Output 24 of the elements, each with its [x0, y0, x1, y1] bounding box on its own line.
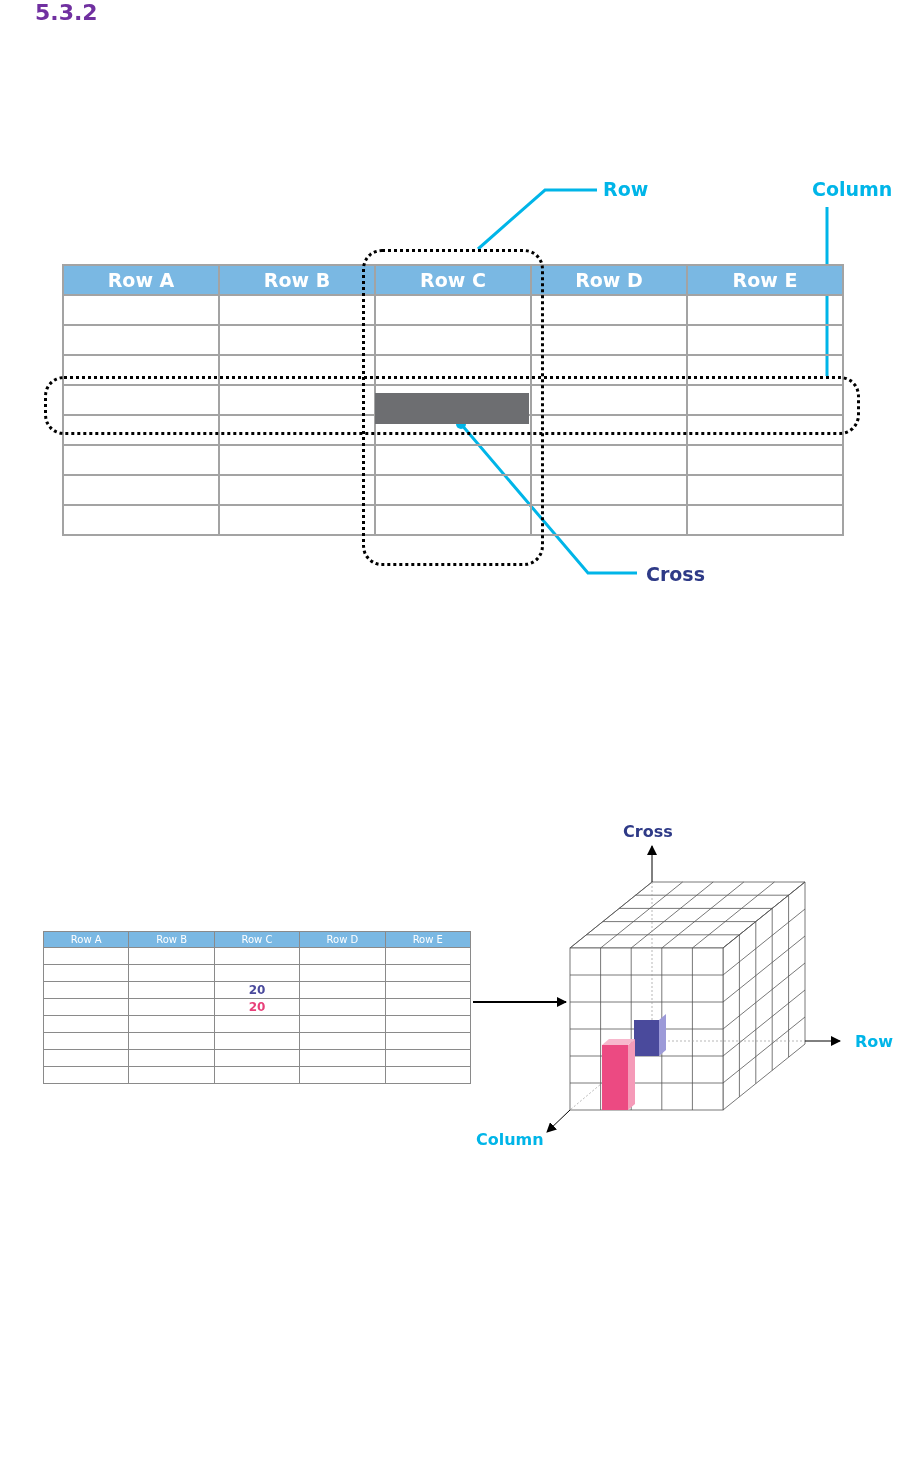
leader-line — [477, 188, 597, 251]
axis-label: Column — [476, 1130, 544, 1149]
cell-value: 20 — [248, 1000, 266, 1014]
axis-label: Cross — [623, 822, 673, 841]
column-header: Row E — [687, 265, 843, 295]
cube-drawing — [569, 881, 806, 1111]
data-table — [43, 931, 471, 1084]
column-header: Row A — [63, 265, 219, 295]
column-header: Row B — [219, 265, 375, 295]
section-number: 5.3.2 — [35, 0, 98, 25]
arrow — [472, 997, 567, 1007]
column-header: Row D — [531, 265, 687, 295]
column-header: Row B — [128, 931, 215, 948]
cell-value: 20 — [248, 983, 266, 997]
column-header: Row E — [385, 931, 471, 948]
callout-label: Row — [603, 178, 649, 200]
axis-label: Row — [855, 1032, 894, 1051]
column-header: Row A — [43, 931, 129, 948]
callout-label: Column — [812, 178, 893, 200]
callout-label: Cross — [646, 563, 705, 585]
highlighted-cell — [375, 393, 529, 424]
column-header: Row D — [299, 931, 386, 948]
column-header: Row C — [375, 265, 531, 295]
column-header: Row C — [214, 931, 300, 948]
